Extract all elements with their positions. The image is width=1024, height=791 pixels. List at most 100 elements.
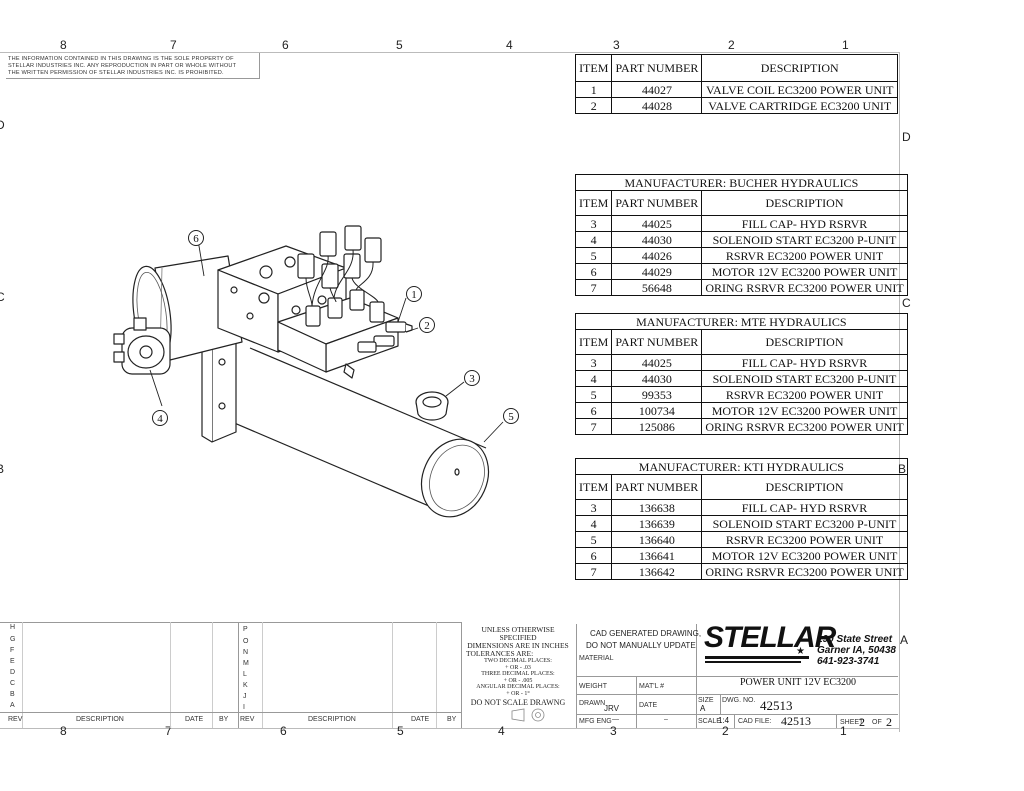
sheet-label: SHEET bbox=[840, 719, 864, 726]
zone-bottom-3: 3 bbox=[610, 724, 617, 738]
bom-table-kti: MANUFACTURER: KTI HYDRAULICS ITEM PART N… bbox=[574, 458, 908, 580]
matl-number-label: MAT'L # bbox=[639, 683, 665, 690]
rev-header-date-right: DATE bbox=[411, 716, 430, 723]
header-description: DESCRIPTION bbox=[701, 190, 908, 216]
cell-part: 99353 bbox=[611, 386, 703, 403]
cell-part: 44027 bbox=[611, 81, 703, 98]
header-item: ITEM bbox=[574, 190, 613, 216]
drawn-label: DRAWN bbox=[579, 700, 606, 707]
cell-desc: FILL CAP- HYD RSRVR bbox=[701, 215, 908, 232]
rev-right-k: K bbox=[243, 682, 248, 689]
header-part-number: PART NUMBER bbox=[611, 329, 703, 355]
zone-top-8: 8 bbox=[60, 38, 67, 52]
cell-desc: MOTOR 12V EC3200 POWER UNIT bbox=[701, 402, 908, 419]
cell-part: 56648 bbox=[611, 279, 703, 296]
manufacturer-row: MANUFACTURER: BUCHER HYDRAULICS bbox=[575, 174, 908, 191]
cell-part: 136640 bbox=[611, 531, 703, 548]
cell-desc: SOLENOID START EC3200 P-UNIT bbox=[701, 515, 908, 532]
cell-item: 6 bbox=[574, 402, 613, 419]
coil-connector bbox=[319, 231, 337, 257]
rev-header-description-left: DESCRIPTION bbox=[76, 716, 124, 723]
table-row: 1 44027 VALVE COIL EC3200 POWER UNIT bbox=[574, 81, 898, 98]
rev-left-f: F bbox=[10, 647, 15, 654]
callout-5: 5 bbox=[503, 408, 519, 424]
bom-table-bucher: MANUFACTURER: BUCHER HYDRAULICS ITEM PAR… bbox=[574, 174, 908, 296]
cell-item: 7 bbox=[574, 563, 613, 580]
cell-part: 100734 bbox=[611, 402, 703, 419]
zone-top-1: 1 bbox=[842, 38, 849, 52]
cell-desc: SOLENOID START EC3200 P-UNIT bbox=[701, 370, 908, 387]
proprietary-notice: THE INFORMATION CONTAINED IN THIS DRAWIN… bbox=[8, 56, 258, 77]
of-label: OF bbox=[872, 719, 882, 726]
cell-desc: ORING RSRVR EC3200 POWER UNIT bbox=[701, 563, 908, 580]
cell-part: 44025 bbox=[611, 215, 703, 232]
rev-header-by-left: BY bbox=[219, 716, 229, 723]
tolerance-three-value: + OR - .005 bbox=[503, 677, 533, 684]
tolerance-line-3: TOLERANCES ARE: bbox=[466, 649, 534, 658]
rev-left-a: A bbox=[10, 702, 15, 709]
tolerance-line-1: UNLESS OTHERWISE SPECIFIED bbox=[481, 625, 555, 642]
header-description: DESCRIPTION bbox=[701, 474, 908, 500]
bom-header-row: ITEM PART NUMBER DESCRIPTION bbox=[574, 474, 908, 500]
zone-top-7: 7 bbox=[170, 38, 177, 52]
rev-left-h: H bbox=[10, 624, 16, 631]
cell-item: 7 bbox=[574, 418, 613, 435]
sheet-size: A bbox=[700, 704, 706, 713]
revision-block bbox=[0, 622, 462, 728]
manufacturer-row: MANUFACTURER: MTE HYDRAULICS bbox=[575, 313, 908, 330]
tolerance-two: TWO DECIMAL PLACES: bbox=[484, 658, 552, 664]
projection-symbol bbox=[511, 708, 545, 722]
cell-item: 7 bbox=[574, 279, 613, 296]
bom-table-mte: MANUFACTURER: MTE HYDRAULICS ITEM PART N… bbox=[574, 313, 908, 435]
rev-header-description-right: DESCRIPTION bbox=[308, 716, 356, 723]
cell-part: 136638 bbox=[611, 499, 703, 516]
rev-right-i: I bbox=[243, 704, 245, 711]
notice-box-side bbox=[259, 53, 260, 79]
manufacturer-name: MANUFACTURER: MTE HYDRAULICS bbox=[575, 313, 908, 330]
cell-item: 1 bbox=[574, 81, 613, 98]
cell-desc: RSRVR EC3200 POWER UNIT bbox=[701, 386, 908, 403]
do-not-scale: DO NOT SCALE DRAWNG bbox=[470, 698, 566, 707]
drawing-border-bottom bbox=[0, 728, 900, 729]
tolerance-three: THREE DECIMAL PLACES: bbox=[481, 671, 555, 677]
zone-top-3: 3 bbox=[613, 38, 620, 52]
notice-line-2: STELLAR INDUSTRIES INC. ANY REPRODUCTION… bbox=[8, 63, 237, 69]
zone-left-c: C bbox=[0, 290, 5, 304]
mfg-eng-dash: — bbox=[612, 716, 619, 723]
cell-part: 44028 bbox=[611, 97, 703, 114]
cell-part: 136642 bbox=[611, 563, 703, 580]
tolerance-angular: ANGULAR DECIMAL PLACES: bbox=[476, 684, 560, 690]
header-description: DESCRIPTION bbox=[701, 329, 908, 355]
zone-bottom-4: 4 bbox=[498, 724, 505, 738]
cell-item: 3 bbox=[574, 499, 613, 516]
zone-bottom-1: 1 bbox=[840, 724, 847, 738]
zone-bottom-8: 8 bbox=[60, 724, 67, 738]
cell-item: 4 bbox=[574, 370, 613, 387]
cell-item: 4 bbox=[574, 515, 613, 532]
cell-desc: FILL CAP- HYD RSRVR bbox=[701, 354, 908, 371]
header-item: ITEM bbox=[574, 329, 613, 355]
company-name: STELLAR bbox=[704, 621, 836, 654]
cell-item: 6 bbox=[574, 547, 613, 564]
cell-part: 125086 bbox=[611, 418, 703, 435]
stellar-logo: STELLAR bbox=[704, 621, 836, 655]
cell-desc: VALVE CARTRIDGE EC3200 UNIT bbox=[701, 97, 898, 114]
callout-6: 6 bbox=[188, 230, 204, 246]
zone-right-a: A bbox=[900, 633, 909, 647]
cell-item: 5 bbox=[574, 386, 613, 403]
header-part-number: PART NUMBER bbox=[611, 474, 703, 500]
drawing-number: 42513 bbox=[760, 698, 793, 713]
total-sheets: 2 bbox=[886, 715, 892, 729]
cell-desc: FILL CAP- HYD RSRVR bbox=[701, 499, 908, 516]
rev-right-j: J bbox=[243, 693, 247, 700]
rev-left-g: G bbox=[10, 636, 16, 643]
notice-line-1: THE INFORMATION CONTAINED IN THIS DRAWIN… bbox=[8, 56, 234, 62]
drawing-title: POWER UNIT 12V EC3200 bbox=[740, 677, 857, 688]
company-address: 190 State Street Garner IA, 50438 641-92… bbox=[817, 634, 896, 667]
